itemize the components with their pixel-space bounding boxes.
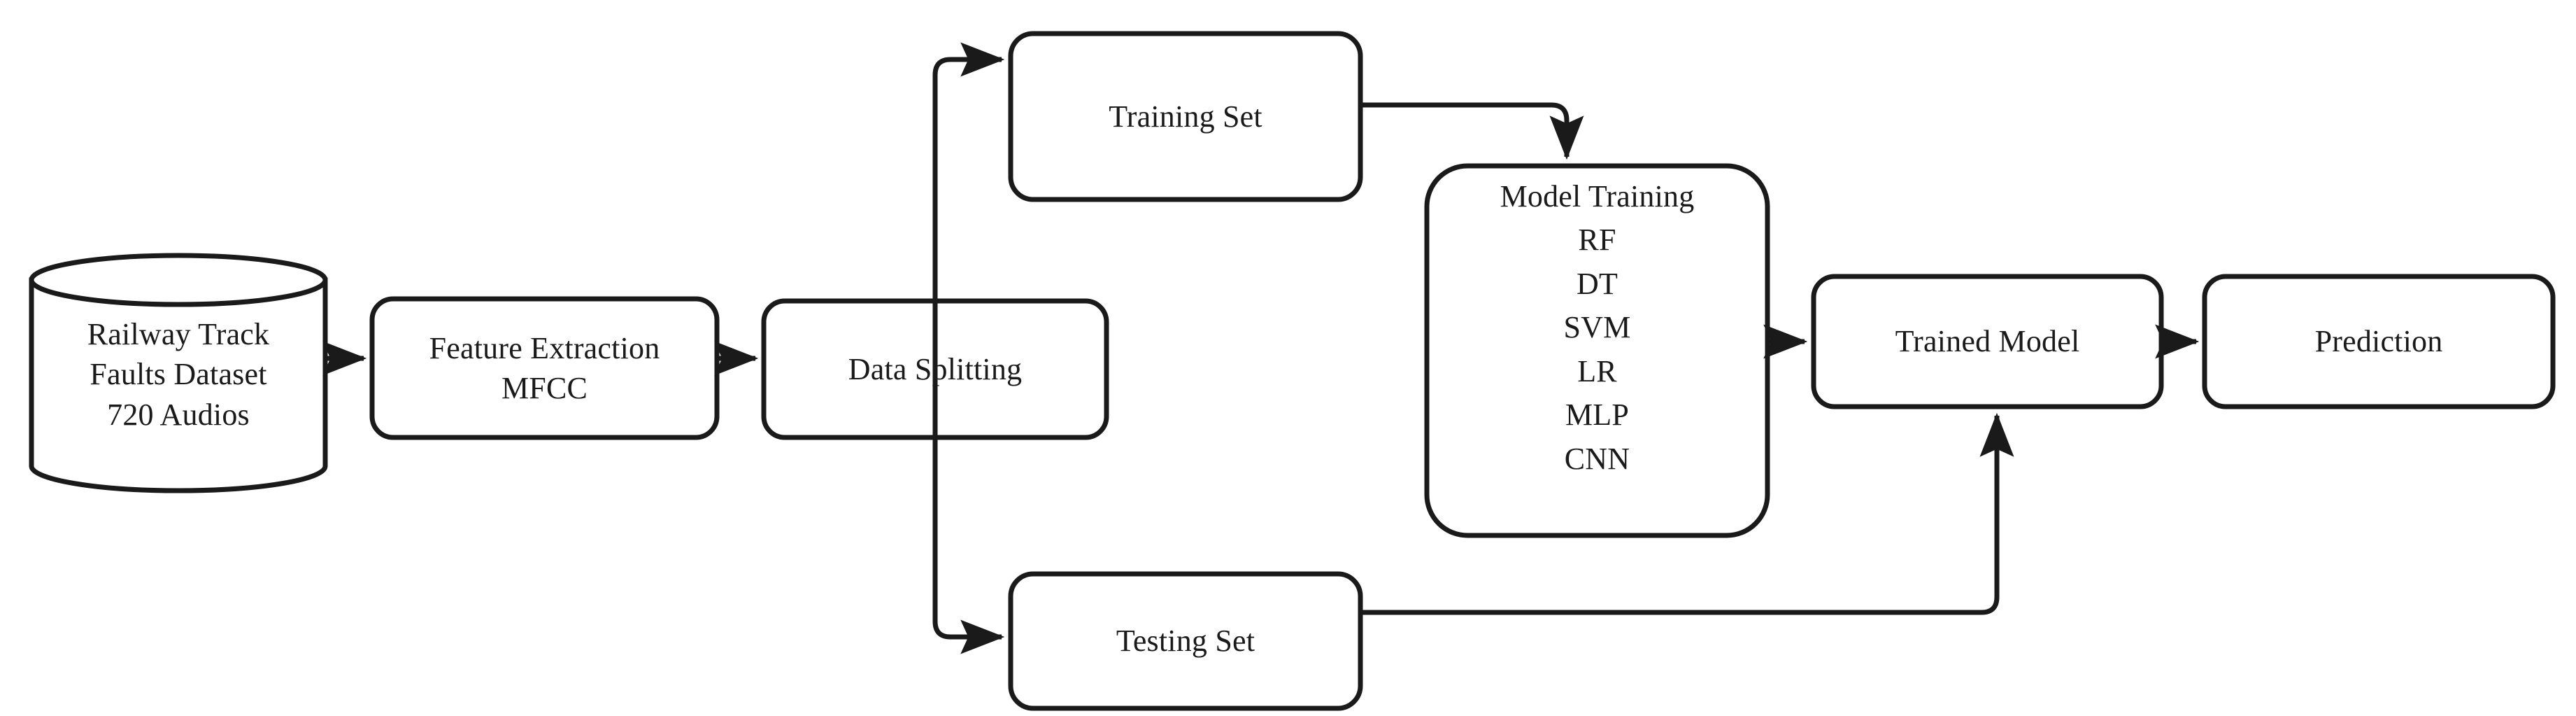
node-shape-trained-model[interactable] — [1811, 274, 2164, 409]
edge-testing-set-to-trained-model — [1360, 412, 2014, 615]
node-shape-testing-set[interactable] — [1008, 571, 1363, 711]
edge-training-set-to-model-training — [1360, 102, 1584, 160]
node-shape-prediction[interactable] — [2202, 274, 2556, 409]
node-shape-feature-extraction[interactable] — [369, 296, 720, 440]
node-shape-model-training[interactable] — [1424, 163, 1770, 538]
node-shape-training-set[interactable] — [1008, 31, 1363, 202]
edge-data-splitting-to-testing-set — [932, 437, 1005, 654]
edge-data-splitting-to-training-set — [932, 42, 1005, 301]
node-shape-dataset[interactable] — [29, 253, 328, 493]
